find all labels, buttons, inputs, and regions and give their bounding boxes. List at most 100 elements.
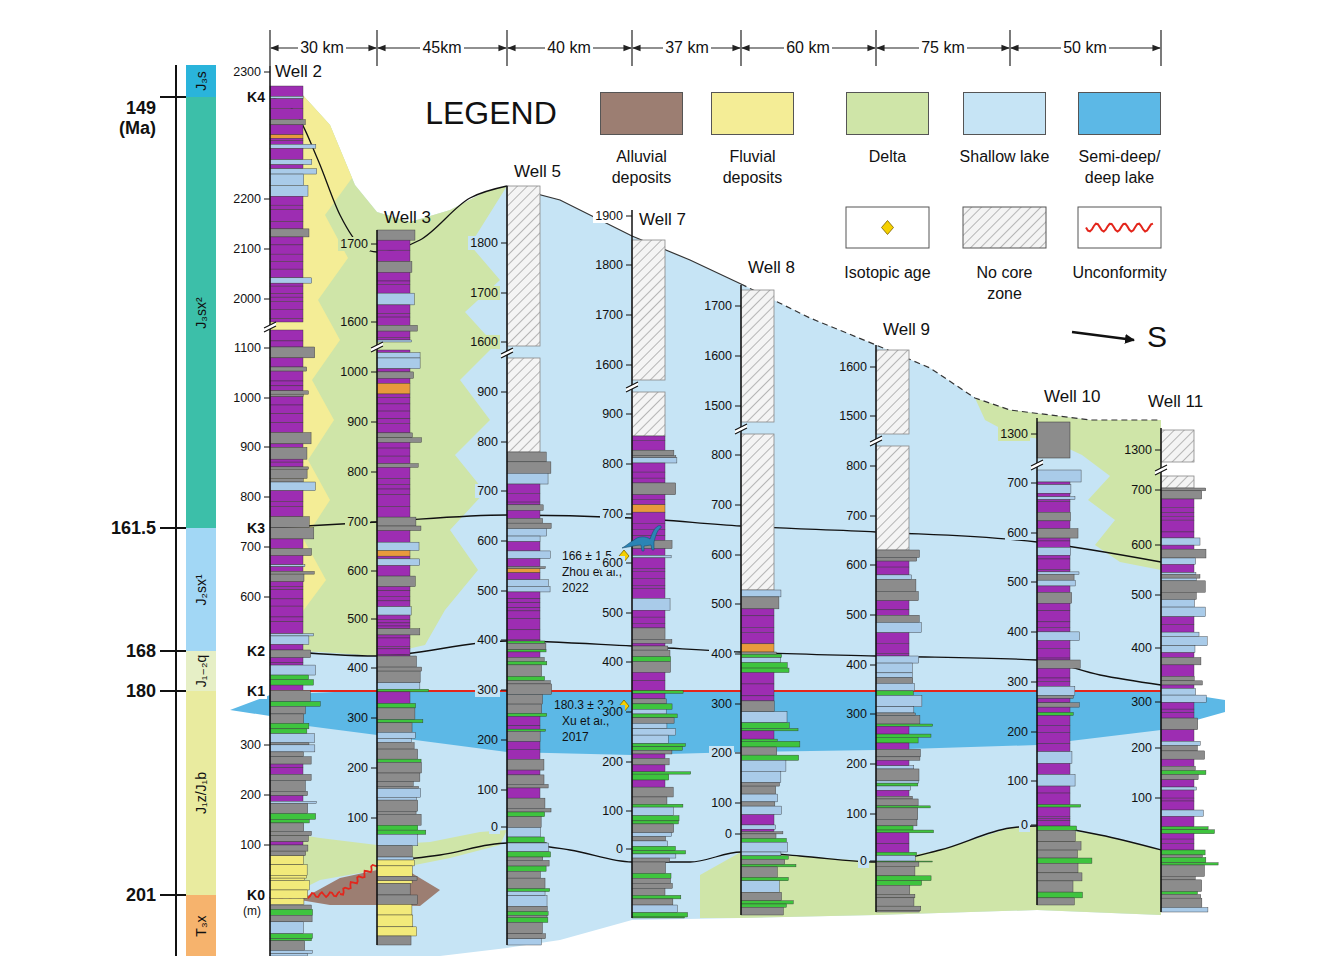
lithology-bed	[632, 458, 677, 463]
lithology-bed	[377, 881, 412, 884]
lithology-bed	[741, 856, 788, 859]
lithology-bed	[270, 245, 303, 254]
lithology-bed	[1161, 855, 1202, 858]
lithology-bed	[507, 473, 548, 484]
lithology-bed	[632, 883, 672, 888]
lithology-bed	[1161, 730, 1194, 741]
lithology-bed	[270, 467, 308, 469]
lithology-bed	[1161, 839, 1194, 843]
depth-tick-label: 100	[475, 783, 500, 797]
lithology-bed	[377, 495, 410, 507]
lithology-bed	[507, 536, 540, 542]
lithology-bed	[1161, 532, 1194, 538]
lithology-bed	[377, 378, 410, 383]
lithology-bed	[507, 676, 545, 680]
depth-tick-label: 800	[345, 465, 370, 479]
lithology-bed	[270, 144, 316, 148]
lithology-bed	[1037, 744, 1070, 752]
lithology-bed	[632, 816, 679, 821]
lithology-bed	[507, 644, 546, 650]
lithology-bed	[377, 927, 417, 936]
lithology-bed	[632, 512, 665, 523]
depth-tick-label: 600	[1129, 538, 1154, 552]
lithology-bed	[377, 814, 421, 825]
lithology-bed	[632, 450, 674, 455]
lithology-bed	[270, 341, 303, 347]
lithology-bed	[270, 269, 303, 278]
depth-tick-label: 500	[1129, 588, 1154, 602]
lithology-bed	[507, 918, 548, 923]
lithology-bed	[270, 804, 308, 814]
lithology-bed	[632, 569, 665, 572]
lithology-bed	[507, 569, 540, 573]
legend-label: Semi-deep/ deep lake	[1075, 147, 1165, 189]
well-column	[371, 230, 429, 945]
legend-label: Unconformity	[1060, 263, 1180, 284]
boundary-label: K3	[245, 520, 267, 536]
depth-tick-label: 200	[709, 746, 734, 760]
depth-tick-label: 200	[238, 788, 263, 802]
lithology-bed	[270, 174, 304, 185]
lithology-bed	[377, 866, 412, 876]
lithology-bed	[377, 542, 419, 550]
depth-tick-label: 1700	[702, 299, 734, 313]
lithology-bed	[377, 526, 421, 531]
lithology-bed	[1161, 775, 1198, 780]
depth-tick	[626, 514, 632, 515]
lithology-bed	[632, 714, 677, 718]
depth-tick	[1155, 450, 1161, 451]
age-label: 201	[125, 885, 157, 906]
lithology-bed	[632, 571, 665, 578]
lithology-bed	[741, 731, 774, 739]
lithology-bed	[632, 472, 665, 478]
lithology-bed	[876, 743, 909, 749]
lithology-bed	[270, 823, 304, 831]
lithology-bed	[507, 770, 540, 775]
lithology-bed	[507, 505, 543, 511]
lithology-bed	[876, 737, 918, 743]
depth-tick	[264, 199, 270, 200]
depth-tick	[626, 849, 632, 850]
axis-break	[371, 346, 383, 352]
lithology-bed	[377, 671, 420, 683]
lithology-bed	[1161, 499, 1194, 507]
lithology-bed	[1037, 422, 1070, 458]
lithology-bed	[632, 758, 669, 764]
legend-sample	[963, 207, 1046, 248]
lithology-bed	[876, 757, 920, 760]
lithology-bed	[270, 941, 305, 951]
lithology-bed	[1037, 703, 1079, 707]
depth-tick	[870, 814, 876, 815]
depth-tick	[735, 406, 741, 407]
stratigraphic-unit-box: J₂sx¹	[186, 528, 216, 651]
lithology-bed	[1161, 653, 1194, 658]
lithology-bed	[377, 596, 410, 601]
lithology-bed	[507, 502, 540, 505]
lithology-bed	[377, 438, 422, 443]
depth-tick	[626, 712, 632, 713]
depth-tick	[1031, 434, 1037, 435]
lithology-bed	[876, 575, 912, 580]
depth-tick	[371, 422, 377, 423]
lithology-bed	[876, 760, 909, 766]
lithology-bed	[377, 411, 410, 419]
depth-tick-label: 1600	[468, 335, 500, 349]
lithology-bed	[876, 881, 922, 886]
legend-swatch	[600, 92, 683, 135]
lithology-bed	[1037, 641, 1070, 649]
lithology-bed	[632, 804, 683, 807]
lithology-bed	[507, 915, 547, 917]
no-core-zone	[876, 446, 909, 550]
well-name: Well 11	[1147, 392, 1204, 412]
shallow-lake-area	[270, 86, 1161, 956]
distance-label: 40 km	[545, 39, 593, 57]
lithology-bed	[1161, 545, 1194, 549]
lithology-bed	[1161, 688, 1196, 695]
depth-tick-label: 600	[1005, 526, 1030, 540]
well-name: Well 8	[747, 258, 796, 278]
lithology-bed	[632, 555, 671, 557]
depth-tick	[626, 464, 632, 465]
lithology-bed	[270, 663, 303, 665]
lithology-bed	[507, 551, 550, 559]
lithology-bed	[507, 619, 540, 630]
